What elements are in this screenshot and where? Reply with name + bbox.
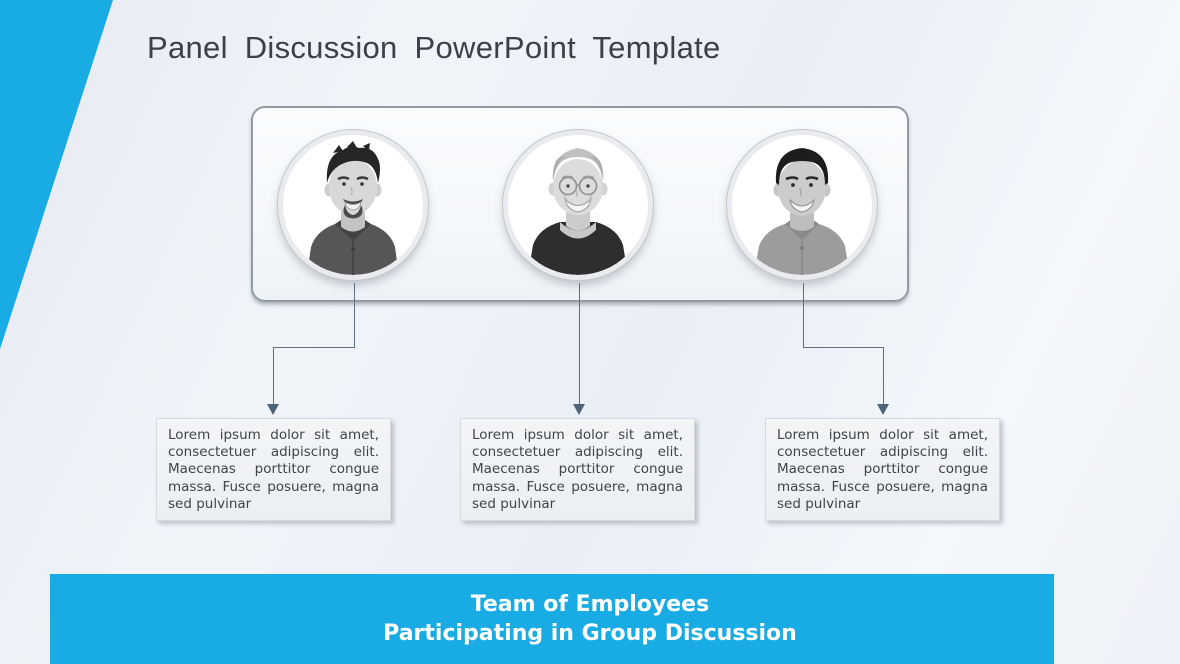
member-text-box-3: Lorem ipsum dolor sit amet, consectetuer… [765, 418, 1000, 521]
slide-title: Panel Discussion PowerPoint Template [147, 30, 721, 65]
connector-3-arrow-icon [877, 404, 889, 415]
member-photo-3 [727, 130, 877, 280]
footer-banner-text: Team of Employees Participating in Group… [0, 590, 1180, 648]
footer-banner [50, 574, 1054, 664]
person-2-portrait-icon [508, 135, 648, 275]
connector-1-vertical [354, 283, 355, 347]
corner-accent-shape [0, 0, 113, 349]
person-3-portrait-icon [732, 135, 872, 275]
connector-3-drop [883, 347, 884, 405]
member-photo-2 [503, 130, 653, 280]
person-1-portrait-icon [283, 135, 423, 275]
member-text-box-2: Lorem ipsum dolor sit amet, consectetuer… [460, 418, 695, 521]
connector-1-arrow-icon [267, 404, 279, 415]
connector-1-horizontal [273, 347, 355, 348]
connector-3-vertical [803, 283, 804, 347]
footer-banner-line1: Team of Employees [470, 592, 710, 617]
member-text-box-1: Lorem ipsum dolor sit amet, consectetuer… [156, 418, 391, 521]
connector-2-arrow-icon [573, 404, 585, 415]
connector-2-vertical [579, 283, 580, 405]
member-photo-1 [278, 130, 428, 280]
connector-3-horizontal [803, 347, 884, 348]
footer-banner-line2: Participating in Group Discussion [383, 621, 797, 646]
connector-1-drop [273, 347, 274, 405]
